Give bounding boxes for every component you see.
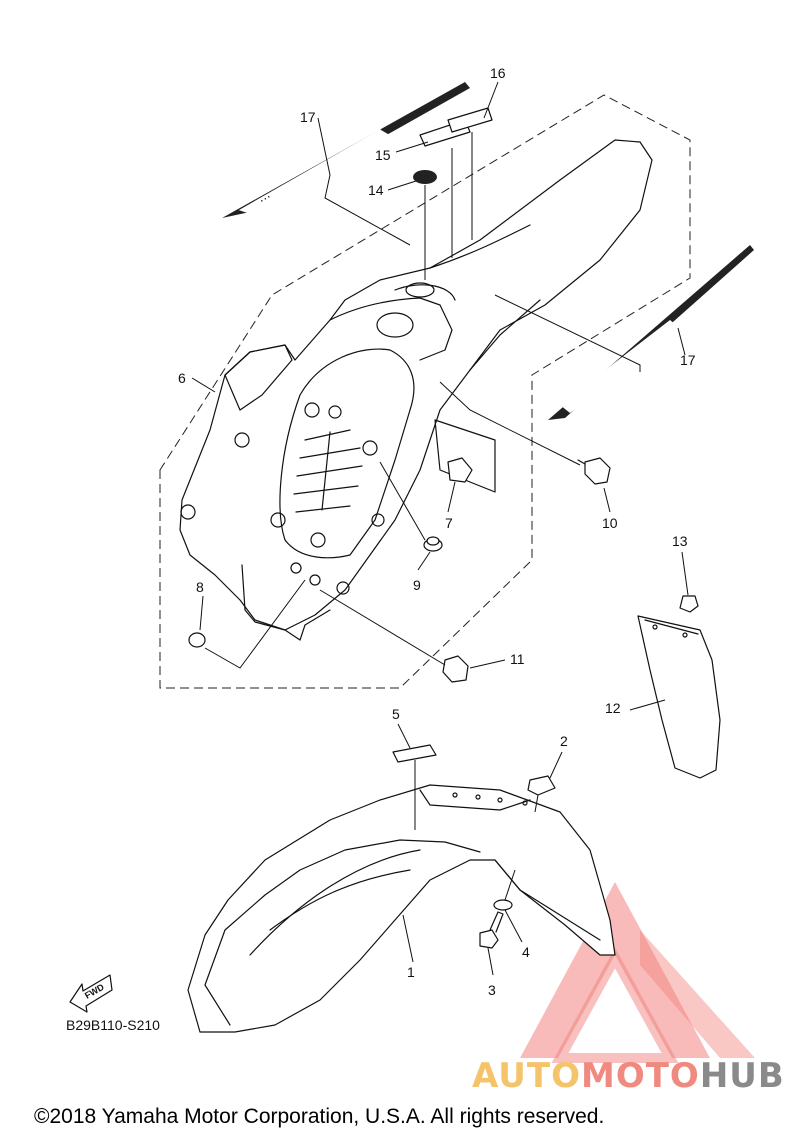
callout-12: 12 — [605, 700, 621, 716]
nut-7 — [447, 457, 473, 483]
callout-8: 8 — [196, 579, 204, 595]
callout-11: 11 — [510, 651, 525, 667]
bolt-10 — [577, 457, 611, 485]
callout-6: 6 — [178, 370, 186, 386]
nut-2 — [527, 775, 556, 796]
callout-labels: 16 17 15 14 17 6 10 7 9 13 8 11 12 5 2 4… — [178, 65, 696, 998]
watermark-triangle-logo — [520, 882, 755, 1063]
callout-14: 14 — [368, 182, 384, 198]
bolt-11 — [442, 655, 469, 683]
callout-13: 13 — [672, 533, 688, 549]
washer-4 — [493, 899, 513, 911]
pad-16 — [447, 107, 493, 133]
callout-17-right: 17 — [680, 352, 696, 368]
mud-flap — [637, 615, 721, 779]
callout-7: 7 — [445, 515, 453, 531]
rear-fender — [179, 139, 653, 641]
watermark-auto: AUTO — [472, 1056, 581, 1096]
grommet-8 — [188, 632, 206, 648]
callout-10: 10 — [602, 515, 618, 531]
watermark-hub: HUB — [700, 1056, 785, 1096]
watermark-moto: MOTO — [581, 1056, 700, 1096]
copyright-notice: ©2018 Yamaha Motor Corporation, U.S.A. A… — [34, 1105, 604, 1128]
callout-15: 15 — [375, 147, 391, 163]
grommet-9 — [423, 536, 443, 552]
callout-4: 4 — [522, 944, 530, 960]
callout-17-left: 17 — [300, 109, 316, 125]
callout-5: 5 — [392, 706, 400, 722]
side-decal-left: ⋯ — [222, 82, 470, 218]
callout-1: 1 — [407, 964, 415, 980]
decal-5 — [392, 744, 437, 763]
front-fender — [187, 784, 616, 1033]
leader-lines — [191, 81, 689, 976]
callout-3: 3 — [488, 982, 496, 998]
fender-bracket-plate — [434, 419, 496, 493]
bolt-3 — [479, 911, 504, 949]
side-decal-right — [548, 245, 754, 420]
emblem — [413, 170, 437, 184]
diagram-code: B29B110-S210 — [66, 1017, 160, 1033]
callout-2: 2 — [560, 733, 568, 749]
callout-16: 16 — [490, 65, 506, 81]
callout-9: 9 — [413, 577, 421, 593]
screw-13 — [679, 595, 699, 613]
fwd-arrow-icon: FWD — [69, 974, 113, 1013]
watermark-text: AUTOMOTOHUB — [472, 1056, 785, 1096]
rear-fender-assembly-boundary — [159, 94, 691, 689]
